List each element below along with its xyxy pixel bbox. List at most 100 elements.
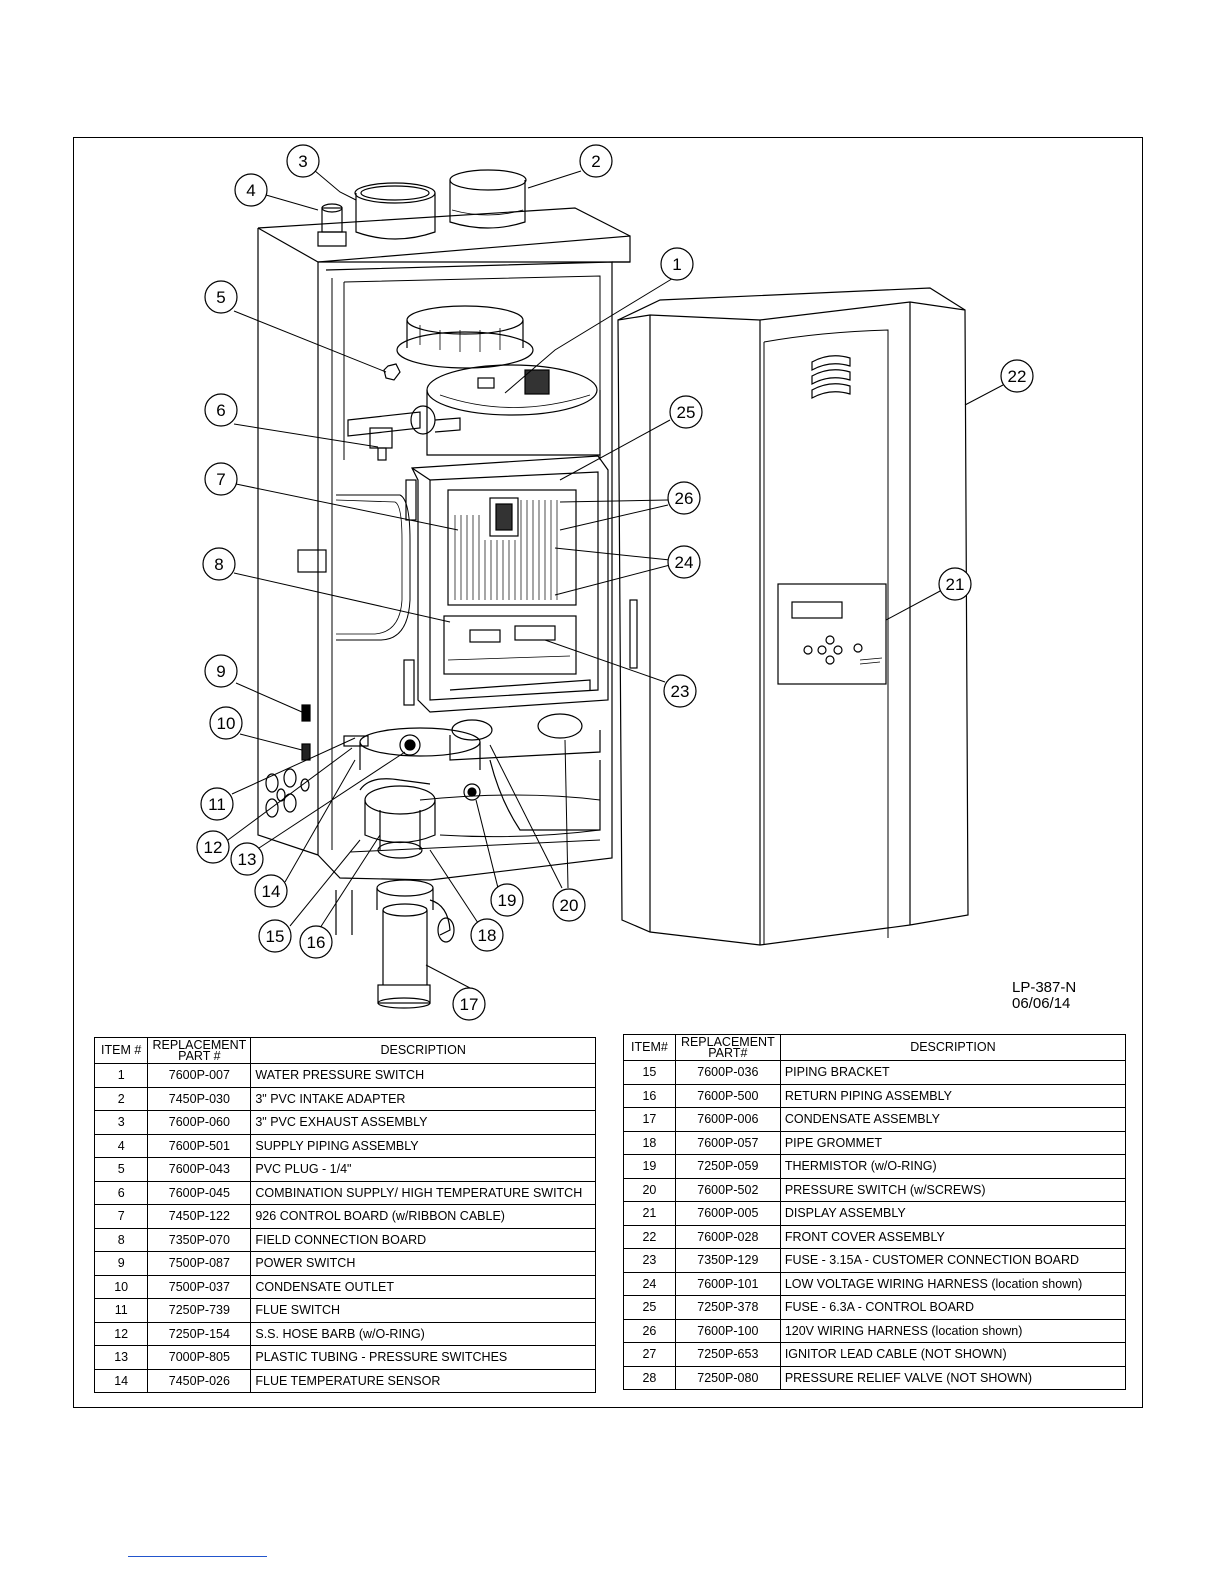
callout-12: 12: [196, 830, 230, 864]
part-number-cell: 7350P-129: [674, 1248, 781, 1273]
svg-text:17: 17: [460, 995, 479, 1014]
description-cell: 120V WIRING HARNESS (location shown): [779, 1318, 1127, 1343]
part-number-cell: 7450P-026: [147, 1368, 252, 1393]
item-cell: 3: [93, 1110, 149, 1135]
header-part-line1: REPLACEMENT: [680, 1034, 775, 1049]
part-number-cell: 7600P-045: [147, 1180, 252, 1205]
callout-15: 15: [258, 919, 292, 953]
part-number-cell: 7600P-028: [674, 1224, 781, 1249]
description-cell: WATER PRESSURE SWITCH: [250, 1063, 596, 1088]
svg-text:22: 22: [1008, 367, 1027, 386]
drawing-code-block: LP-387-N 06/06/14: [1012, 980, 1076, 1012]
description-cell: 3" PVC INTAKE ADAPTER: [250, 1086, 596, 1111]
header-part-line1: REPLACEMENT: [152, 1037, 247, 1052]
part-number-cell: 7500P-087: [147, 1251, 252, 1276]
drawing-number: LP-387-N: [1012, 979, 1077, 996]
item-cell: 24: [623, 1271, 676, 1296]
item-cell: 6: [93, 1180, 149, 1205]
callout-22: 22: [1000, 359, 1034, 393]
vent-pipes: [317, 169, 527, 247]
description-cell: CONDENSATE OUTLET: [250, 1274, 596, 1299]
header-description: DESCRIPTION: [250, 1037, 596, 1064]
description-cell: LOW VOLTAGE WIRING HARNESS (location sho…: [779, 1271, 1127, 1296]
description-cell: PLASTIC TUBING - PRESSURE SWITCHES: [250, 1345, 596, 1370]
header-part-line2: PART#: [708, 1045, 748, 1060]
description-cell: RETURN PIPING ASSEMBLY: [779, 1083, 1127, 1108]
description-cell: POWER SWITCH: [250, 1251, 596, 1276]
callout-18: 18: [470, 918, 504, 952]
description-cell: FUSE - 3.15A - CUSTOMER CONNECTION BOARD: [779, 1248, 1127, 1273]
callout-13: 13: [230, 842, 264, 876]
item-cell: 21: [623, 1201, 676, 1226]
board-pins: [454, 500, 558, 600]
item-cell: 8: [93, 1227, 149, 1252]
front-cover: [617, 287, 969, 946]
part-number-cell: 7250P-739: [147, 1298, 252, 1323]
description-cell: PRESSURE SWITCH (w/SCREWS): [779, 1177, 1127, 1202]
drawing-date: 06/06/14: [1012, 995, 1071, 1012]
callout-10: 10: [209, 706, 243, 740]
item-cell: 10: [93, 1274, 149, 1299]
part-number-cell: 7500P-037: [147, 1274, 252, 1299]
callout-23: 23: [663, 674, 697, 708]
part-number-cell: 7450P-030: [147, 1086, 252, 1111]
header-part: REPLACEMENT PART#: [674, 1034, 781, 1061]
callout-2: 2: [579, 144, 613, 178]
svg-text:3: 3: [298, 152, 307, 171]
description-cell: 926 CONTROL BOARD (w/RIBBON CABLE): [250, 1204, 596, 1229]
svg-text:25: 25: [677, 403, 696, 422]
svg-text:10: 10: [217, 714, 236, 733]
control-box: [403, 455, 609, 713]
description-cell: 3" PVC EXHAUST ASSEMBLY: [250, 1110, 596, 1135]
part-number-cell: 7350P-070: [147, 1227, 252, 1252]
callout-20: 20: [552, 888, 586, 922]
callout-5: 5: [204, 280, 238, 314]
header-item: ITEM #: [93, 1037, 149, 1064]
item-cell: 22: [623, 1224, 676, 1249]
description-cell: IGNITOR LEAD CABLE (NOT SHOWN): [779, 1342, 1127, 1367]
part-number-cell: 7600P-502: [674, 1177, 781, 1202]
part-number-cell: 7600P-007: [147, 1063, 252, 1088]
header-part: REPLACEMENT PART #: [147, 1037, 252, 1064]
item-cell: 28: [623, 1365, 676, 1390]
part-number-cell: 7450P-122: [147, 1204, 252, 1229]
svg-text:16: 16: [307, 933, 326, 952]
footer-link-underline[interactable]: [128, 1556, 267, 1557]
callout-25: 25: [669, 395, 703, 429]
item-cell: 9: [93, 1251, 149, 1276]
part-number-cell: 7600P-005: [674, 1201, 781, 1226]
item-cell: 2: [93, 1086, 149, 1111]
item-cell: 1: [93, 1063, 149, 1088]
leader-lines: [227, 164, 1004, 989]
part-number-cell: 7600P-043: [147, 1157, 252, 1182]
item-cell: 19: [623, 1154, 676, 1179]
part-number-cell: 7600P-006: [674, 1107, 781, 1132]
boiler-cabinet: [257, 207, 631, 881]
item-cell: 12: [93, 1321, 149, 1346]
part-number-cell: 7600P-101: [674, 1271, 781, 1296]
svg-text:6: 6: [216, 401, 225, 420]
item-cell: 15: [623, 1060, 676, 1085]
svg-text:14: 14: [262, 882, 281, 901]
description-cell: PRESSURE RELIEF VALVE (NOT SHOWN): [779, 1365, 1127, 1390]
svg-text:18: 18: [478, 926, 497, 945]
exploded-parts-drawing: 1 2 3 4 5 6 7 8 9 10 11 12 13 14 15 16 1…: [196, 144, 1034, 1021]
table-header-row: ITEM # REPLACEMENT PART # DESCRIPTION: [93, 1037, 596, 1064]
description-cell: CONDENSATE ASSEMBLY: [779, 1107, 1127, 1132]
